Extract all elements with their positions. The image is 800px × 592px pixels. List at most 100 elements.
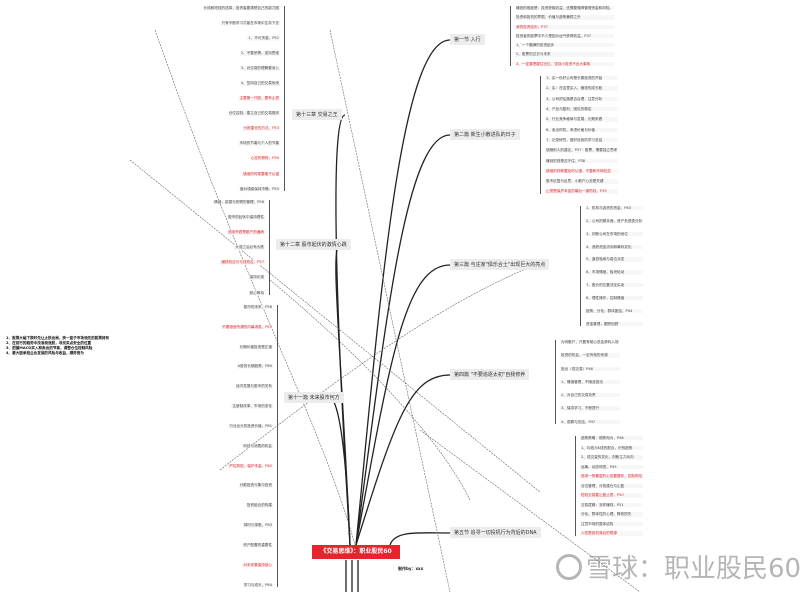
leaf-node[interactable]: 4、产品与盈利，团队的稳定: [545, 106, 619, 112]
branch-7[interactable]: 第十一篇 未来股市何方: [284, 392, 344, 403]
leaf-node[interactable]: 情绪，欲望与恐惧的管理，P56: [213, 200, 265, 205]
leaf-node[interactable]: 市场的节奏与个人的节奏: [238, 141, 280, 146]
leaf-node[interactable]: 长线和短线的选择，投资者要清楚自己的能力圈: [202, 6, 280, 11]
leaf-node[interactable]: 1、机构与游资的资金，P40: [585, 206, 644, 211]
leaf-node[interactable]: 股市的未来，P58: [242, 305, 273, 310]
leaf-node[interactable]: 1、不可贪婪，P52: [247, 36, 280, 41]
leaf-node[interactable]: 长期价值投资是正道: [238, 344, 273, 350]
leaf-node[interactable]: 人性是投机背后的根源: [580, 531, 644, 536]
leaf-node[interactable]: 投资的机会，一定有他的来源: [560, 353, 620, 358]
link-branch-7: [329, 397, 351, 546]
leaf-node[interactable]: 大涨之后必有大跌: [234, 245, 265, 250]
leaf-node[interactable]: 股市反复与反思，小散户心态是关键: [545, 179, 619, 184]
leaf-node[interactable]: 我的投资经历，P37: [515, 24, 615, 29]
leaf-node[interactable]: 追求一夜暴富的心态要摒弃，控制风险: [580, 474, 644, 479]
leaf-node[interactable]: 错误的判断要及时认错，不要和市场较劲: [545, 168, 619, 174]
leaf-node[interactable]: 赚到的钱是否守住，P38: [545, 158, 619, 163]
leaf-node[interactable]: 心态的修炼，P54: [249, 156, 280, 161]
leaf-node[interactable]: 3、公司的估值是否合理，注意分析: [545, 96, 619, 102]
leaf-node[interactable]: 7、股价的位置决定买卖: [585, 283, 644, 288]
leaf-node[interactable]: 追随别人的建议，P37 · 股票，需要独立思考: [545, 148, 619, 153]
leaf-node[interactable]: 3、一定要把握住仓位，坚持小投资不出大事故: [515, 61, 615, 66]
leaf-node[interactable]: 严控风险，保护本金，P62: [228, 463, 273, 469]
author-credit: 制作by：xxx: [398, 566, 424, 571]
leaf-node[interactable]: 为何散户，只要有耐心总会获利入场: [560, 340, 620, 345]
leaf-node[interactable]: 逃出（或交易）P46: [560, 366, 620, 371]
leaf-node[interactable]: 资金管理，跟踪回顾: [585, 321, 644, 326]
leaf-node[interactable]: 3、对交易的理解要深入: [239, 66, 280, 71]
leaf-node[interactable]: 科技与消费的机会: [242, 443, 273, 449]
leaf-node[interactable]: 投资和投机的界限，价值与趋势兼顾之外: [515, 15, 615, 20]
leaf-node[interactable]: 1、一个圆满的投资起步: [515, 43, 615, 48]
leaf-node[interactable]: 6、卖出时机，考虑价格与价值: [545, 127, 619, 132]
leaf-node[interactable]: 1、均线与K线的配合，识别趋势: [580, 445, 644, 450]
leaf-node[interactable]: 赚钱效应与亏钱效应，P57: [220, 260, 265, 265]
leaf-node[interactable]: 4、坚持自己的交易系统: [239, 81, 280, 86]
branch-0[interactable]: 第一节 入行: [450, 34, 485, 45]
branch-4[interactable]: 第五节 追寻一切投机行为背后的DNA: [450, 527, 541, 538]
leaf-node[interactable]: 经济发展与股市的关系: [235, 384, 273, 389]
leaf-node[interactable]: 分批建仓的方法，P53: [242, 126, 280, 131]
leaf-node[interactable]: 注意市场的整体结构: [580, 521, 644, 527]
leaf-node[interactable]: 股市的起伏中保持理性: [227, 215, 265, 220]
leaf-node[interactable]: 止损是保护本金的最后一道防线，P39: [545, 189, 619, 194]
central-topic[interactable]: 《交易思维》：职业股民60: [312, 545, 400, 559]
leaf-node[interactable]: 主要第一只股，要有止损: [238, 96, 280, 101]
leaf-node[interactable]: 保持乐观: [248, 275, 265, 280]
leaf-node[interactable]: 5、逢低吸纳与高位派发: [585, 257, 644, 262]
leaf-node[interactable]: 仓位控制，建立自己的交易规则: [227, 111, 280, 116]
leaf-node[interactable]: 3、保持学习，不断提升: [560, 406, 620, 411]
leaf-node[interactable]: 2、不要恐惧，逆向思维: [239, 51, 280, 56]
leaf-node[interactable]: 注册制改革，市场的变化: [231, 404, 273, 409]
leaf-node[interactable]: 运筹、动态停损，P49: [580, 464, 644, 470]
leaves-branch-7: 股市的未来，P58 不要相信所谓的内幕消息，P59 长期价值投资是正道 A股的长期趋势…: [221, 305, 278, 587]
leaf-node[interactable]: 耐心等待: [248, 290, 265, 295]
link-branch-2: [355, 264, 451, 546]
branch-5[interactable]: 第十三章 交易之王: [292, 109, 342, 120]
leaf-node[interactable]: 短线交易要止盈止损，P50: [580, 493, 644, 498]
leaf-node[interactable]: 错误的时候要敢于认错: [242, 171, 280, 176]
branch-3[interactable]: 第四篇 "不要追逐太初"自我修养: [450, 369, 530, 380]
leaf-node[interactable]: 4、观察与总结，P47: [560, 419, 620, 424]
leaf-node[interactable]: 投资者的股票中不少是因为运气获得收益，P37: [515, 33, 615, 39]
branch-6[interactable]: 第十二章 股市起伏的激情心跳: [276, 239, 351, 250]
leaf-node[interactable]: 趋势策略：顺势而为，P48: [580, 436, 644, 441]
leaf-node[interactable]: 对未来要保持信心: [242, 562, 273, 568]
leaf-node[interactable]: 6、市场情绪，板块轮动: [585, 270, 644, 275]
leaf-node[interactable]: 行业龙头的投资价值，P61: [228, 423, 273, 429]
branch-2[interactable]: 第三篇 与庄家"俱乐合土"出现巨大的亮点: [450, 259, 550, 270]
leaf-node[interactable]: 3、判断公司在市场的地位: [585, 231, 644, 237]
leaf-node[interactable]: 面对诱惑保持冷静，P55: [238, 186, 280, 191]
leaf-node[interactable]: 4、追踪资金流向和筹码变化: [585, 244, 644, 249]
leaf-node[interactable]: 择时与择股，P63: [242, 523, 273, 528]
branch-1[interactable]: 第二篇 新生小散进队的日子: [450, 129, 520, 140]
leaf-node[interactable]: 7、记录研究，做好自我的学习总结: [545, 137, 619, 143]
leaves-branch-6: 情绪，欲望与恐惧的管理，P56 股市的起伏中保持理性追涨杀跌是散户的通病大涨之后必…: [213, 200, 270, 295]
leaf-node[interactable]: 学习与成长，P64: [242, 582, 273, 587]
leaf-node[interactable]: 资产配置的重要性: [242, 542, 273, 548]
leaves-branch-0: 赚钱的难度是：投资获取收益，还需要懂得管理资金和风险。投资和投机的界限，价值与趋…: [510, 6, 615, 66]
leaf-node[interactable]: 2、股票的过去与未来: [515, 52, 615, 57]
leaf-node[interactable]: 不要相信所谓的内幕消息，P59: [221, 324, 273, 330]
leaf-node[interactable]: 交易逻辑：怎样赚钱，P51: [580, 502, 644, 508]
link-branch-0: [355, 39, 451, 546]
leaf-node[interactable]: 趋势、分化、群体团结，P44: [585, 308, 644, 314]
leaf-node[interactable]: 追涨杀跌是散户的通病: [227, 230, 265, 235]
leaf-node[interactable]: 2、对自己的交易负责: [560, 393, 620, 398]
leaf-node[interactable]: 分化、群体性的心理，降低损失: [580, 512, 644, 517]
leaf-node[interactable]: 赚钱的难度是：投资获取收益，还需要懂得管理资金和风险。: [515, 6, 615, 11]
leaf-node[interactable]: 1、买一份好公司是长期投资的开始: [545, 76, 619, 81]
leaf-node[interactable]: 2、成交量的变化，判断主力动向: [580, 455, 644, 460]
leaf-node[interactable]: 8、理性操作，控制情绪: [585, 295, 644, 301]
leaf-node[interactable]: 1、情绪管理，不随波逐流: [560, 379, 620, 385]
leaf-node[interactable]: 分散投资与集中投资: [238, 483, 273, 488]
leaf-node[interactable]: 2、公司的基本面，资产负债表分析: [585, 218, 644, 224]
leaf-node[interactable]: 5、行业竞争格局与发展，长期来看: [545, 117, 619, 122]
leaf-node[interactable]: 仓位管理，分批建仓与止盈: [580, 483, 644, 489]
leaf-node[interactable]: 投资组合的构建: [245, 503, 273, 508]
leaf-node[interactable]: 只有不断学习才能在市场中生存下去: [220, 21, 280, 26]
leaf-node[interactable]: A股的长期趋势，P60: [236, 364, 273, 369]
note-line: 1、股票大幅下跌时先让止损出局，换一篮子市场领先的股票持有: [6, 336, 110, 340]
leaf-node[interactable]: 2、买：在这里买入，赚钱的成长股: [545, 86, 619, 91]
